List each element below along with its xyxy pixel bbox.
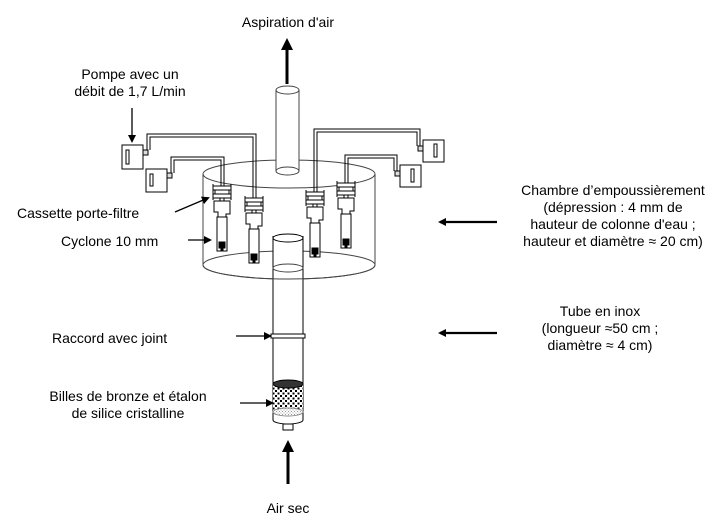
- pump-1: [121, 144, 149, 170]
- chamber-label-line1: Chambre d’empoussièrement: [521, 182, 705, 198]
- cyclone-assembly-3: [305, 190, 325, 258]
- tube-label-line2: (longueur ≈50 cm ;: [541, 320, 659, 336]
- pointer-arrows: [128, 108, 497, 407]
- pump-label-line1: Pompe avec un: [81, 66, 179, 82]
- beads-label-line1: Billes de bronze et étalon: [49, 388, 207, 404]
- cyclone-label: Cyclone 10 mm: [61, 233, 159, 249]
- cyclone: [213, 200, 231, 252]
- filter-cassette: [336, 181, 356, 199]
- pumps: [121, 139, 445, 193]
- chamber-label: Chambre d’empoussièrement (dépression : …: [500, 182, 726, 250]
- filter-cassette: [305, 190, 325, 208]
- tube-label-line3: diamètre ≈ 4 cm): [547, 337, 653, 353]
- cassette-label: Cassette porte-filtre: [17, 205, 140, 221]
- beads-label: Billes de bronze et étalon de silice cri…: [30, 388, 226, 422]
- cyclones: [212, 181, 356, 264]
- chamber-label-line3: hauteur de colonne d'eau ;: [530, 216, 696, 232]
- cyclone: [306, 206, 324, 258]
- dry-air-label: Air sec: [266, 500, 310, 516]
- filter-cassette: [244, 196, 264, 214]
- bronze-beads: [272, 379, 304, 431]
- tube-label-line1: Tube en inox: [559, 303, 641, 319]
- coupling-label: Raccord avec joint: [52, 330, 168, 346]
- cassette-pointer: [174, 196, 210, 213]
- cyclone: [337, 197, 355, 249]
- beads-label-line2: de silice cristalline: [71, 405, 185, 421]
- cyclone-assembly-2: [244, 196, 264, 264]
- cyclone-assembly-1: [212, 184, 232, 252]
- pump-4: [394, 164, 422, 188]
- outlet-tube: [275, 85, 300, 176]
- pump-label: Pompe avec un débit de 1,7 L/min: [55, 66, 205, 100]
- chamber-front-arc: [202, 264, 376, 280]
- cyclone-assembly-4: [336, 181, 356, 249]
- tube-label: Tube en inox (longueur ≈50 cm ; diamètre…: [505, 303, 695, 354]
- chamber-label-line4: hauteur et diamètre ≈ 20 cm): [523, 233, 703, 249]
- hoses: [146, 128, 421, 198]
- pump-label-line2: débit de 1,7 L/min: [74, 83, 186, 99]
- dry-air-arrow: [282, 440, 294, 484]
- cyclone: [245, 212, 263, 264]
- filter-cassette: [212, 184, 232, 202]
- coupling-joint: [270, 333, 306, 339]
- chamber-label-line2: (dépression : 4 mm de: [543, 199, 683, 215]
- pump-2: [145, 168, 173, 193]
- pump-3: [417, 139, 445, 163]
- aspiration-arrow: [281, 38, 293, 84]
- aspiration-label: Aspiration d'air: [241, 14, 335, 30]
